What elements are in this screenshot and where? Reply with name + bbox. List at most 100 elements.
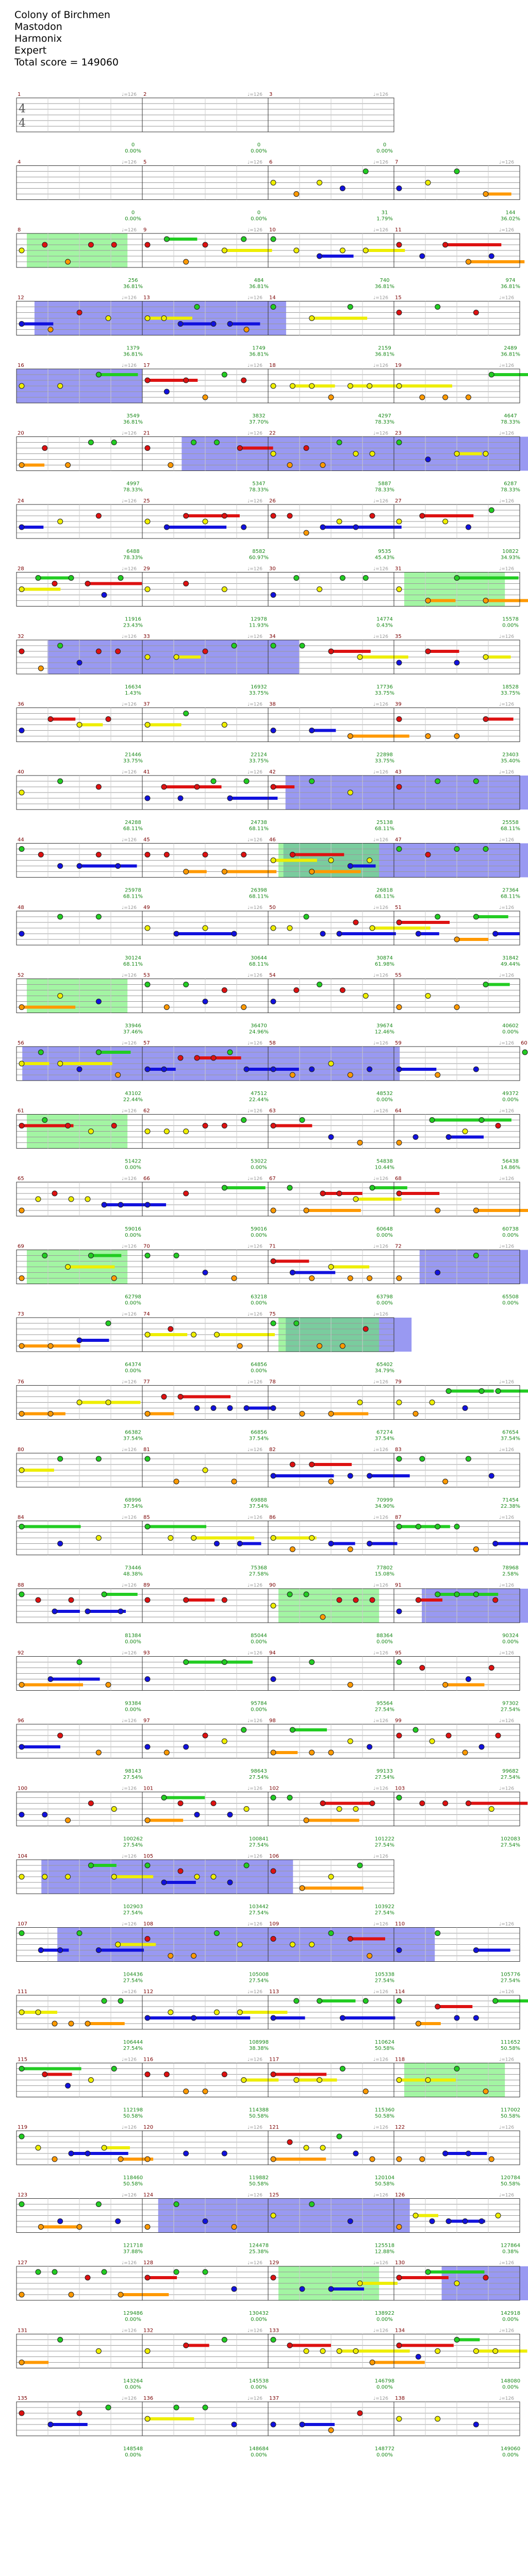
measure-number: 82 bbox=[269, 1447, 276, 1453]
note-gem bbox=[309, 1535, 315, 1541]
overdrive-percent: 34.79% bbox=[375, 1368, 394, 1374]
sustain-tail bbox=[176, 655, 201, 659]
measure-score: 73446 bbox=[125, 1565, 141, 1571]
note-gem bbox=[202, 2269, 208, 2275]
measure-number: 11 bbox=[395, 227, 402, 233]
tempo-marker: ♩=126 bbox=[499, 838, 514, 843]
note-gem bbox=[183, 1744, 189, 1750]
sustain-tail bbox=[457, 452, 482, 456]
note-gem bbox=[478, 1744, 485, 1750]
note-gem bbox=[320, 2348, 326, 2354]
note-gem bbox=[419, 394, 425, 400]
note-gem bbox=[95, 852, 102, 857]
tempo-marker: ♩=126 bbox=[499, 1447, 514, 1453]
note-gem bbox=[425, 852, 431, 857]
note-gem bbox=[396, 440, 402, 445]
sustain-tail bbox=[180, 322, 212, 326]
overdrive-percent: 0.00% bbox=[125, 1368, 141, 1374]
note-gem bbox=[369, 1800, 375, 1806]
note-gem bbox=[105, 1682, 111, 1688]
sustain-tail bbox=[240, 1542, 261, 1545]
tempo-marker: ♩=126 bbox=[122, 1651, 137, 1656]
measure-number: 91 bbox=[395, 1582, 402, 1588]
overdrive-percent: 27.54% bbox=[123, 1843, 143, 1848]
note-gem bbox=[168, 1326, 174, 1332]
measure-score: 1749 bbox=[252, 346, 265, 351]
note-gem bbox=[369, 1597, 375, 1603]
measure-number: 87 bbox=[395, 1515, 402, 1521]
note-gem bbox=[328, 1060, 334, 1067]
note-gem bbox=[369, 451, 375, 457]
tempo-marker: ♩=126 bbox=[373, 2396, 388, 2401]
sustain-tail bbox=[147, 1333, 188, 1336]
sustain-tail bbox=[147, 379, 198, 382]
sustain-tail bbox=[445, 1683, 485, 1687]
measure-score: 22898 bbox=[376, 752, 393, 758]
sustain-tail bbox=[22, 1745, 60, 1748]
tempo-marker: ♩=126 bbox=[373, 2125, 388, 2130]
note-gem bbox=[85, 1608, 91, 1614]
measure-number: 13 bbox=[143, 295, 150, 301]
tempo-marker: ♩=126 bbox=[499, 1990, 514, 1995]
measure-number: 133 bbox=[269, 2328, 279, 2334]
measure-score: 23403 bbox=[502, 752, 519, 758]
measure-score: 39674 bbox=[376, 1023, 393, 1029]
note-gem bbox=[473, 1546, 479, 1552]
measure-score: 144 bbox=[505, 210, 515, 216]
note-gem bbox=[194, 1874, 200, 1880]
note-gem bbox=[347, 1072, 353, 1078]
overdrive-percent: 37.54% bbox=[123, 1436, 143, 1442]
overdrive-percent: 27.54% bbox=[501, 1843, 520, 1848]
note-gem bbox=[270, 2213, 276, 2218]
note-gem bbox=[183, 513, 189, 519]
note-gem bbox=[303, 1817, 309, 1823]
sustain-tail bbox=[486, 192, 512, 196]
note-gem bbox=[317, 1343, 323, 1349]
measure-number: 74 bbox=[143, 1311, 150, 1317]
sustain-tail bbox=[476, 1948, 510, 1952]
sustain-tail bbox=[22, 2361, 49, 2364]
sustain-tail bbox=[147, 2016, 204, 2019]
note-gem bbox=[446, 2218, 452, 2224]
overdrive-percent: 27.58% bbox=[249, 1572, 269, 1577]
sustain-tail bbox=[482, 1118, 512, 1122]
note-gem bbox=[303, 1207, 309, 1214]
note-gem bbox=[415, 2021, 421, 2027]
tempo-marker: ♩=126 bbox=[122, 296, 137, 301]
sustain-tail bbox=[273, 785, 295, 788]
sustain-tail bbox=[193, 2016, 251, 2019]
measure-score: 97302 bbox=[502, 1701, 519, 1707]
overdrive-percent: 0.00% bbox=[502, 1030, 519, 1035]
tempo-marker: ♩=126 bbox=[248, 363, 262, 368]
note-gem bbox=[95, 1049, 102, 1055]
measure-number: 49 bbox=[143, 905, 150, 911]
note-gem bbox=[336, 2348, 342, 2354]
measure-score: 0 bbox=[131, 210, 135, 216]
note-gem bbox=[144, 2015, 151, 2021]
measure-number: 9 bbox=[143, 227, 146, 233]
note-gem bbox=[144, 1744, 151, 1750]
note-gem bbox=[19, 1744, 25, 1750]
overdrive-percent: 36.81% bbox=[123, 284, 143, 290]
note-gem bbox=[144, 1129, 151, 1134]
note-gem bbox=[42, 1253, 48, 1258]
measure-number: 86 bbox=[269, 1515, 276, 1521]
note-gem bbox=[367, 1275, 373, 1281]
note-gem bbox=[270, 1795, 276, 1800]
overdrive-percent: 0.00% bbox=[376, 148, 393, 154]
measure-number: 112 bbox=[143, 1989, 153, 1995]
overdrive-percent: 27.54% bbox=[375, 1910, 394, 1916]
note-gem bbox=[353, 2348, 359, 2354]
note-gem bbox=[19, 1411, 25, 1417]
sustain-tail bbox=[41, 1948, 69, 1952]
note-gem bbox=[237, 2009, 243, 2015]
note-gem bbox=[320, 1800, 326, 1806]
note-gem bbox=[202, 1123, 208, 1129]
tempo-marker: ♩=126 bbox=[122, 1447, 137, 1453]
note-gem bbox=[144, 925, 151, 931]
note-gem bbox=[144, 1332, 151, 1338]
tempo-marker: ♩=126 bbox=[499, 1109, 514, 1114]
note-gem bbox=[221, 722, 227, 728]
sustain-tail bbox=[22, 2067, 81, 2070]
sustain-tail bbox=[22, 1005, 76, 1009]
